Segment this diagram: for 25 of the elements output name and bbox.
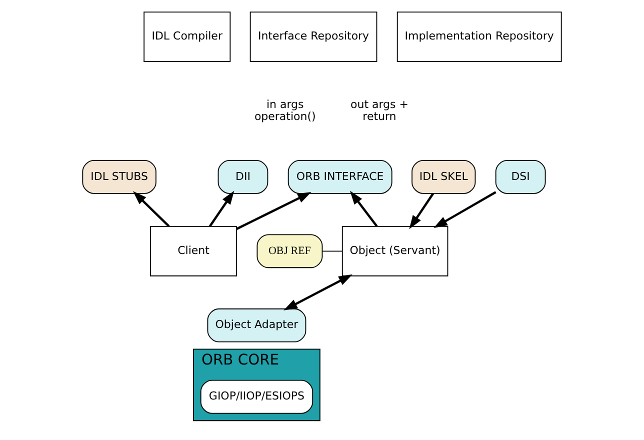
node-box: DII bbox=[218, 160, 268, 194]
node-box: IDL STUBS bbox=[82, 160, 156, 194]
node-box: Object Adapter bbox=[207, 308, 306, 342]
arrow bbox=[284, 274, 352, 310]
connector bbox=[322, 250, 343, 252]
node-box: ORB INTERFACE bbox=[288, 160, 392, 194]
label: operation() bbox=[254, 110, 316, 123]
arrow bbox=[409, 192, 434, 230]
node-box: IDL SKEL bbox=[412, 160, 476, 194]
node-box: Client bbox=[150, 226, 238, 276]
label: in args bbox=[266, 98, 304, 111]
node-box: OBJ REF bbox=[256, 234, 323, 268]
node-box: Interface Repository bbox=[250, 12, 378, 62]
arrow bbox=[350, 190, 378, 227]
label: out args + bbox=[350, 98, 408, 111]
label: return bbox=[362, 110, 396, 123]
node-box: DSI bbox=[495, 160, 546, 194]
node-box: Implementation Repository bbox=[396, 12, 562, 62]
arrow bbox=[132, 191, 170, 228]
arrow bbox=[208, 190, 234, 227]
node-box: GIOP/IIOP/ESIOPS bbox=[200, 380, 314, 414]
node-box: Object (Servant) bbox=[342, 226, 448, 276]
arrow bbox=[236, 192, 312, 230]
node-box: IDL Compiler bbox=[144, 12, 231, 62]
arrow bbox=[434, 191, 496, 228]
